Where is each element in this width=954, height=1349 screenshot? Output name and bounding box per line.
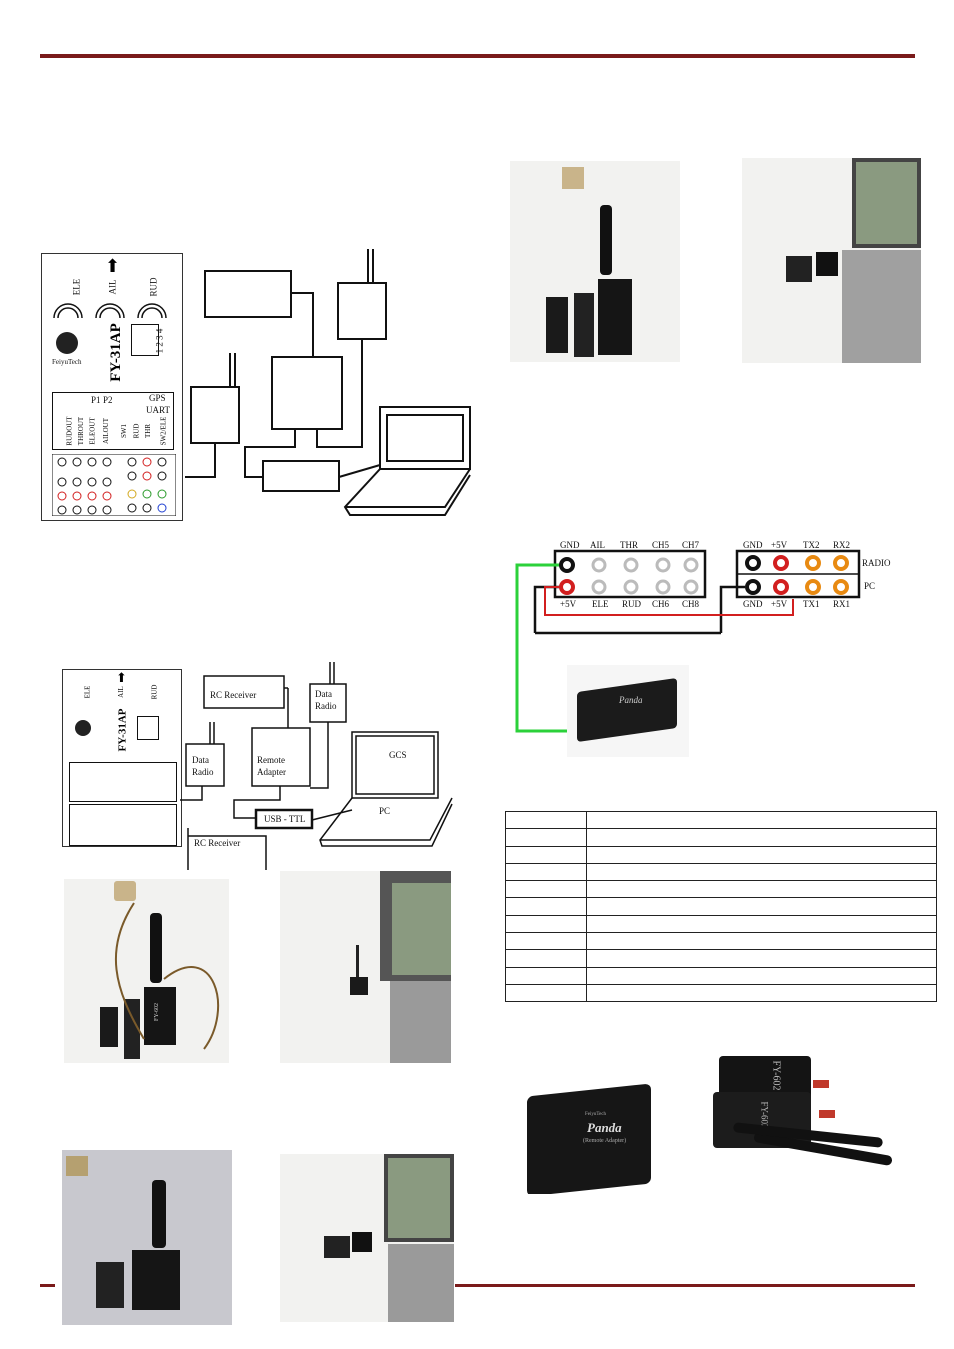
data-radio-left-label: Data Radio — [192, 755, 214, 777]
up-arrow-icon: ⬆ — [116, 670, 127, 685]
radio-label: RADIO — [862, 558, 891, 568]
up-arrow-icon: ⬆ — [105, 256, 121, 276]
pin-wiring-diagram — [515, 549, 861, 733]
data-radio-right-label: Data Radio — [315, 689, 337, 711]
connector-labels: GPS UART P1 P2 RUDOUT THROUT ELEOUT AILO… — [52, 392, 174, 450]
pin-header — [52, 454, 176, 516]
pc-label: PC — [379, 806, 391, 816]
pin-table — [505, 810, 937, 1003]
photo-panda-remote-adapter: Panda (Remote Adapter) FeiyuTech — [525, 1078, 652, 1194]
dip-label: 1 2 3 4 — [154, 328, 165, 354]
connection-diagram-bottom — [180, 662, 453, 870]
pc-port-label: PC — [864, 581, 876, 591]
rc-receiver-top-label: RC Receiver — [210, 690, 257, 700]
footer-rule — [455, 1284, 915, 1287]
panda-label: Panda — [587, 1120, 622, 1135]
ele-label: ELE — [71, 278, 82, 296]
servo-arcs — [53, 303, 167, 319]
rud-label: RUD — [148, 277, 159, 297]
feiyutech-logo — [75, 720, 91, 736]
brand-label: FeiyuTech — [52, 358, 82, 366]
footer-rule-left — [40, 1284, 55, 1287]
panda-brand-label: FeiyuTech — [585, 1112, 607, 1117]
photo-autopilot-kit-3 — [510, 161, 680, 362]
table-row — [505, 897, 937, 916]
photo-autopilot-kit-2 — [62, 1150, 232, 1325]
photo-laptop-radio-2 — [280, 1154, 454, 1322]
dip-switch — [131, 324, 159, 356]
table-row — [505, 862, 937, 882]
photo-remote-adapter-small: Panda — [567, 665, 689, 757]
table-row — [505, 914, 937, 934]
usb-ttl-label: USB - TTL — [264, 814, 306, 824]
header-rule — [40, 54, 915, 58]
fy31ap-board-diagram: ELE AIL RUD ⬆ FeiyuTech FY-31AP 1 2 3 4 … — [41, 253, 183, 521]
dip-switch — [137, 716, 159, 740]
table-row — [505, 845, 937, 864]
table-row — [505, 983, 937, 1003]
gcs-label: GCS — [389, 750, 407, 760]
table-row — [505, 966, 937, 985]
table-row — [505, 932, 937, 951]
model-label: FY-31AP — [107, 323, 124, 382]
photo-autopilot-kit: FY-602 — [64, 879, 229, 1063]
connection-diagram-top — [185, 249, 471, 516]
rc-receiver-bottom-label: RC Receiver — [194, 838, 241, 848]
ail-label: AIL — [107, 279, 118, 295]
table-row — [505, 828, 937, 847]
photo-laptop-radio-1 — [280, 871, 451, 1063]
feiyutech-logo — [56, 332, 78, 354]
table-row — [505, 880, 937, 899]
panda-sub-label: (Remote Adapter) — [583, 1138, 627, 1144]
photo-laptop-radio-3 — [742, 158, 921, 363]
table-row — [505, 949, 937, 968]
table-row — [505, 810, 937, 830]
remote-adapter-label: Remote Adapter — [257, 755, 286, 777]
photo-fy602-radios: FY-602 FY-602 — [693, 1050, 895, 1190]
fy31ap-board-diagram-2: ELE AIL RUD ⬆ FY-31AP — [62, 669, 182, 847]
